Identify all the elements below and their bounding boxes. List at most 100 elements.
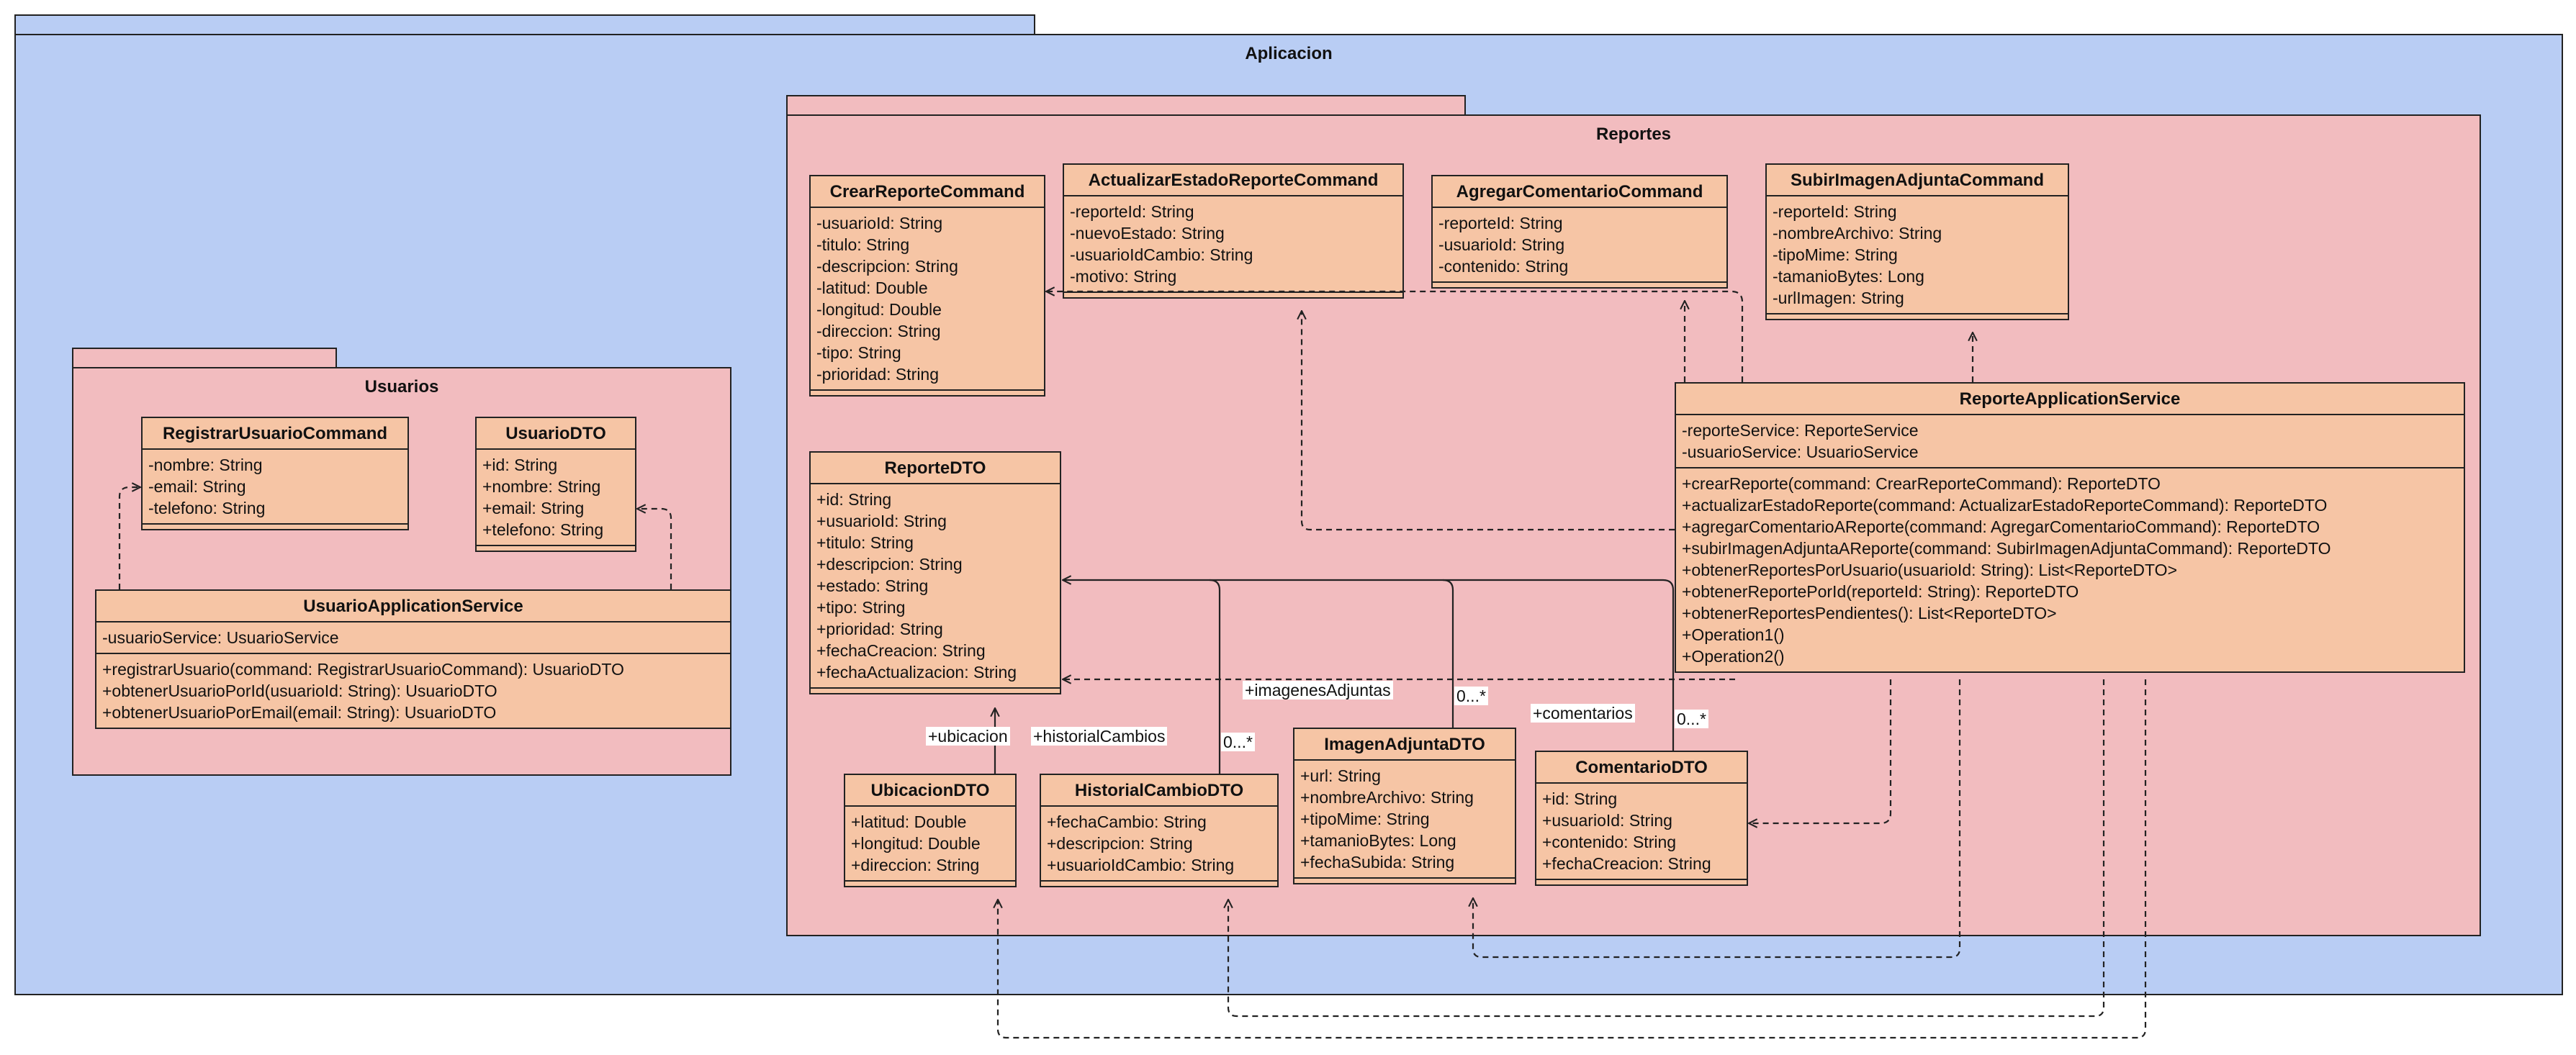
class-name: ActualizarEstadoReporteCommand [1064,165,1402,196]
class-attribute: +id: String [482,456,558,474]
class-attribute: +longitud: Double [851,834,981,853]
package-title: Reportes [1595,124,1672,144]
edge-label-imagenes-multiplicity: 0...* [1454,687,1488,705]
class-attribute: +telefono: String [482,520,604,539]
crear-reporte-command-class[interactable]: CrearReporteCommand-usuarioId: String-ti… [809,175,1045,397]
class-attribute: +direccion: String [851,856,980,874]
attributes-section: +url: String +nombreArchivo: String +tipoM… [1294,761,1515,879]
class-attribute: +contenido: String [1542,833,1677,851]
class-attribute: +nombreArchivo: String [1300,788,1474,807]
class-attribute: -reporteId: String [1438,214,1563,232]
class-operation: +registrarUsuario(command: RegistrarUsua… [102,660,624,679]
class-attribute: +fechaSubida: String [1300,853,1455,871]
class-attribute: -nombreArchivo: String [1773,224,1942,243]
class-attribute: -telefono: String [148,499,266,517]
class-attribute: -reporteId: String [1773,202,1897,221]
class-name: CrearReporteCommand [811,176,1044,208]
ubicacion-dto-class[interactable]: UbicacionDTO+latitud: Double+longitud: D… [844,774,1017,887]
class-attribute: -longitud: Double [816,300,942,319]
comentario-dto-class[interactable]: ComentarioDTO+id: String+usuarioId: Stri… [1535,751,1748,886]
edge-label-ubicacion: +ubicacion [926,727,1010,746]
class-name: AgregarComentarioCommand [1433,176,1726,208]
class-attribute: -direccion: String [816,322,941,340]
class-attribute: -usuarioIdCambio: String [1070,245,1253,264]
attributes-section: -reporteService: ReporteService -usuarioS… [1676,415,2464,468]
operations-section: +registrarUsuario(command: RegistrarUsua… [96,654,730,728]
operations-section [1064,293,1402,297]
class-attribute: +url: String [1300,766,1381,785]
subir-imagen-adjunta-command-class[interactable]: SubirImagenAdjuntaCommand-reporteId: Str… [1765,163,2069,320]
class-attribute: -nombre: String [148,456,263,474]
reporte-application-service-class[interactable]: ReporteApplicationService-reporteService… [1675,382,2465,673]
class-attribute: +fechaCreacion: String [816,641,986,660]
operations-section [477,546,635,551]
usuario-dto-class[interactable]: UsuarioDTO+id: String+nombre: String+ema… [475,417,636,552]
package-title: Usuarios [364,377,439,397]
class-operation: +crearReporte(command: CrearReporteComma… [1682,474,2161,493]
usuarios-package-tab [72,348,337,371]
edge-label-historial-cambios: +historialCambios [1031,727,1168,746]
class-attribute: +prioridad: String [816,620,943,638]
class-name: SubirImagenAdjuntaCommand [1767,165,2068,196]
attributes-section: -usuarioService: UsuarioService [96,622,730,654]
class-name: ComentarioDTO [1536,752,1747,784]
class-operation: +agregarComentarioAReporte(command: Agre… [1682,517,2320,536]
class-attribute: +id: String [816,490,892,509]
class-attribute: -usuarioId: String [816,214,943,232]
class-attribute: +descripcion: String [816,555,963,574]
operations-section [811,689,1060,693]
class-operation: +Operation1() [1682,625,1785,644]
actualizar-estado-reporte-command-class[interactable]: ActualizarEstadoReporteCommand-reporteId… [1063,163,1404,299]
historial-cambio-dto-class[interactable]: HistorialCambioDTO+fechaCambio: String+d… [1040,774,1279,887]
package-title: Aplicacion [1245,44,1333,63]
class-attribute: +tipoMime: String [1300,810,1430,828]
imagen-adjunta-dto-class[interactable]: ImagenAdjuntaDTO+url: String+nombreArchi… [1293,728,1516,884]
attributes-section: -usuarioId: String-titulo: String-descri… [811,208,1044,391]
class-attribute: +tipo: String [816,598,906,617]
operations-section [143,525,407,529]
class-attribute: +descripcion: String [1047,834,1193,853]
class-attribute: +nombre: String [482,477,601,496]
attributes-section: -reporteId: String -nombreArchivo: String… [1767,196,2068,314]
class-operation: +Operation2() [1682,647,1785,666]
agregar-comentario-command-class[interactable]: AgregarComentarioCommand -reporteId: Stri… [1431,175,1728,289]
class-operation: +actualizarEstadoReporte(command: Actual… [1682,496,2328,515]
edge-label-comentarios-multiplicity: 0...* [1675,710,1708,728]
class-attribute: -usuarioService: UsuarioService [1682,443,1919,461]
class-name: UbicacionDTO [845,775,1015,807]
class-name: UsuarioApplicationService [96,591,730,622]
class-operation: +obtenerReportesPendientes(): List<Repor… [1682,604,2057,622]
usuario-application-service-class[interactable]: UsuarioApplicationService -usuarioService… [95,589,731,729]
attributes-section: +id: String+usuarioId: String+contenido:… [1536,784,1747,880]
reporte-dto-class[interactable]: ReporteDTO+id: String+usuarioId: String+… [809,451,1061,694]
operations-section [1041,882,1277,886]
attributes-section: +latitud: Double+longitud: Double+direcc… [845,807,1015,882]
class-name: ReporteApplicationService [1676,384,2464,415]
class-name: RegistrarUsuarioCommand [143,418,407,450]
attributes-section: -reporteId: String-nuevoEstado: String-u… [1064,196,1402,293]
registrar-usuario-command-class[interactable]: RegistrarUsuarioCommand-nombre: String-e… [141,417,409,530]
operations-section [1536,880,1747,884]
class-attribute: -urlImagen: String [1773,289,1904,307]
class-attribute: +fechaCreacion: String [1542,854,1711,873]
class-attribute: -usuarioService: UsuarioService [102,628,339,647]
class-name: ReporteDTO [811,453,1060,484]
operations-section [1433,283,1726,287]
operations-section [811,391,1044,395]
class-attribute: -usuarioId: String [1438,235,1565,254]
class-attribute: -prioridad: String [816,365,940,384]
class-attribute: -tamanioBytes: Long [1773,267,1924,286]
class-attribute: +titulo: String [816,533,914,552]
class-attribute: -tipo: String [816,343,901,362]
operations-section: +crearReporte(command: CrearReporteComma… [1676,468,2464,671]
class-attribute: -latitud: Double [816,279,928,297]
class-attribute: -reporteService: ReporteService [1682,421,1919,440]
operations-section [845,882,1015,886]
class-attribute: -contenido: String [1438,257,1569,276]
operations-section [1294,879,1515,883]
class-operation: +subirImagenAdjuntaAReporte(command: Sub… [1682,539,2331,558]
class-operation: +obtenerReportesPorUsuario(usuarioId: St… [1682,561,2178,579]
class-attribute: +usuarioId: String [1542,811,1672,830]
class-attribute: -motivo: String [1070,267,1177,286]
